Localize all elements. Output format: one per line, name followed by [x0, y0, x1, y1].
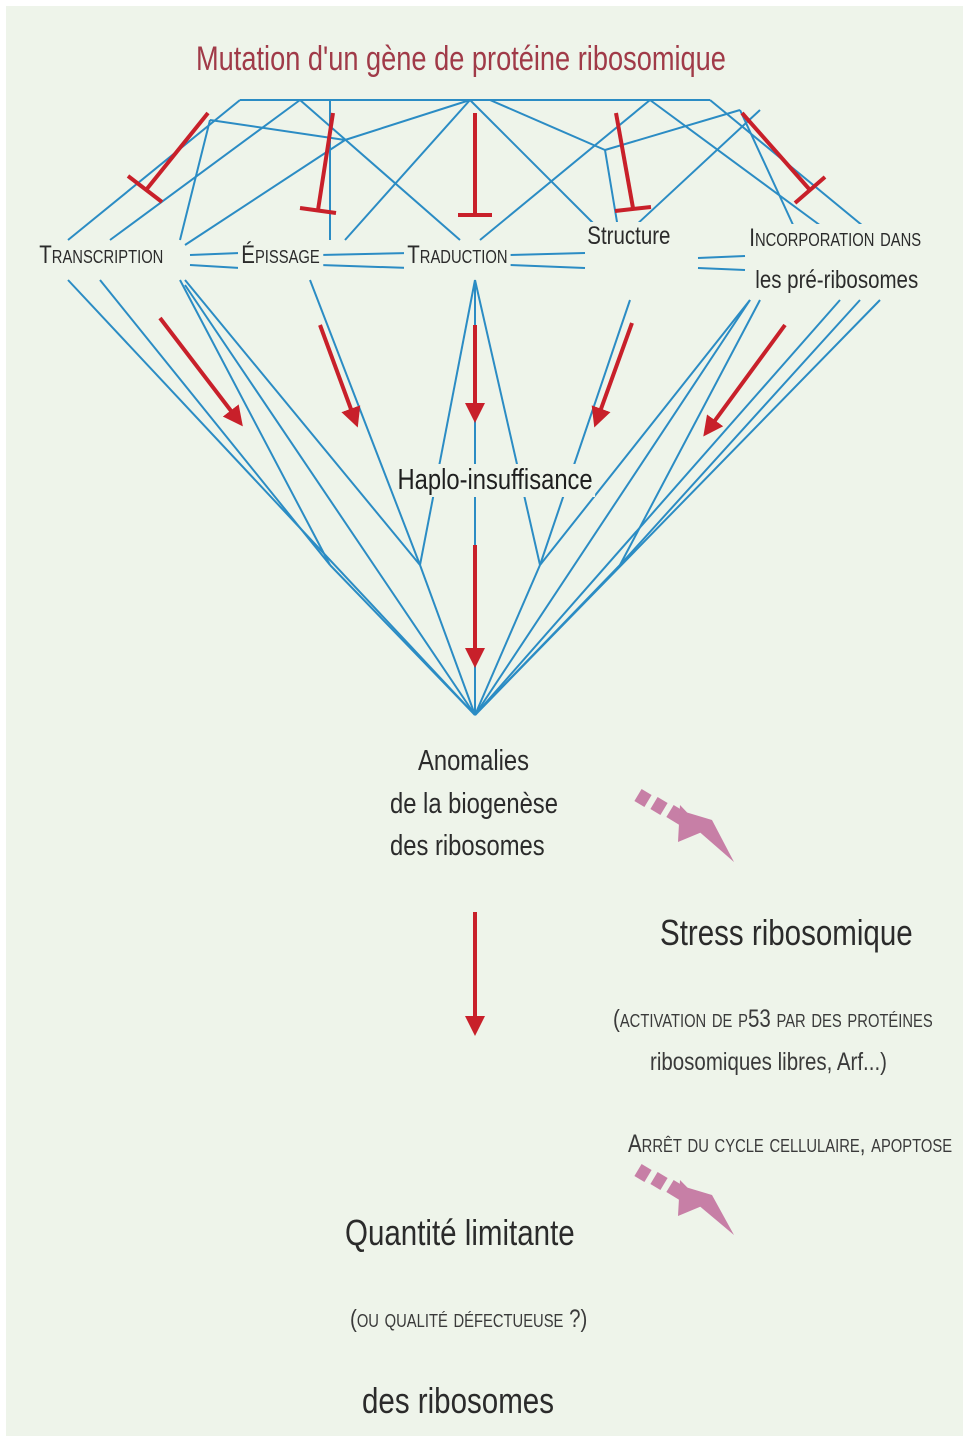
bottom-quantite: Quantité limitante — [345, 1212, 575, 1254]
label-traduction: Traduction — [404, 241, 511, 270]
label-epissage: Épissage — [238, 241, 323, 270]
stress-note-line1: (activation de p53 par des protéines — [613, 1005, 933, 1034]
anomalies-line2: de la biogenèse — [390, 788, 558, 821]
label-structure: Structure — [584, 222, 674, 251]
diagram-title: Mutation d'un gène de protéine ribosomiq… — [196, 40, 726, 79]
label-incorporation-line2: les pré-ribosomes — [752, 266, 921, 295]
bottom-ribosomes: des ribosomes — [362, 1380, 554, 1422]
stress-title: Stress ribosomique — [660, 912, 913, 954]
anomalies-line3: des ribosomes — [390, 830, 545, 863]
label-haplo-insuffisance: Haplo-insuffisance — [395, 464, 595, 497]
label-transcription: Transcription — [36, 241, 167, 270]
pink-arrow-2 — [638, 1170, 734, 1235]
label-incorporation-line1: Incorporation dans — [746, 224, 924, 253]
pink-arrow-1 — [638, 795, 734, 862]
inhibition-arrows — [128, 113, 825, 215]
anomalies-line1: Anomalies — [418, 745, 529, 778]
bottom-qualite: (ou qualité défectueuse ?) — [350, 1305, 587, 1334]
stress-note-line2: ribosomiques libres, Arf...) — [650, 1048, 887, 1077]
stress-arret: Arrêt du cycle cellulaire, apoptose — [628, 1130, 952, 1159]
